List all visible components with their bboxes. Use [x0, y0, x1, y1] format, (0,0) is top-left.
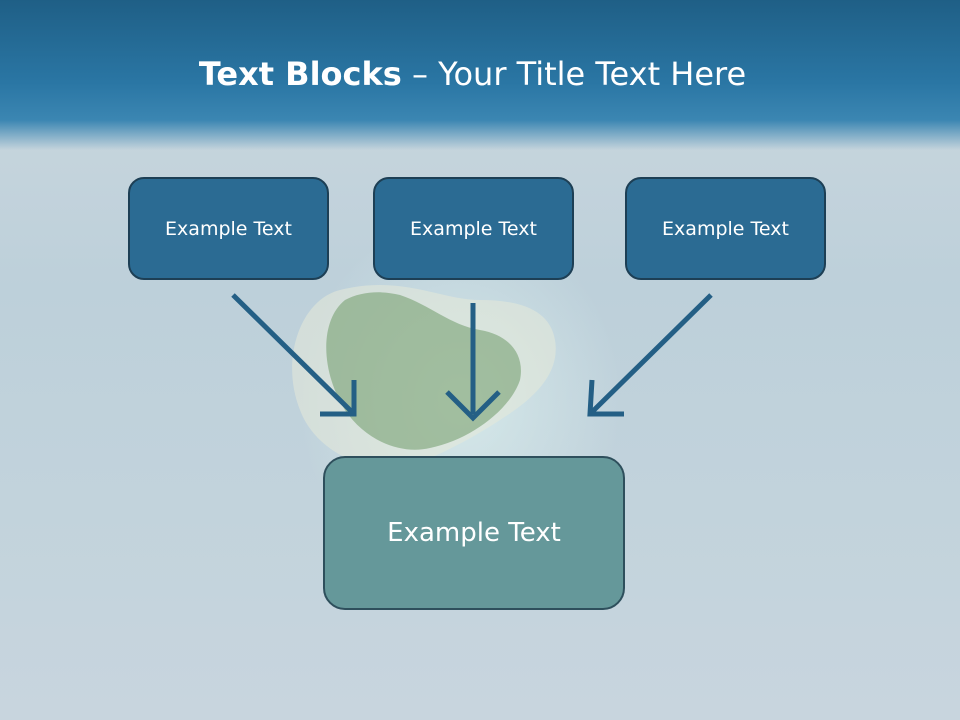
arrow-center	[445, 303, 501, 422]
arrow-left	[231, 293, 357, 417]
text-block-label: Example Text	[165, 217, 292, 240]
header-band	[0, 0, 960, 150]
text-block-top-center[interactable]: Example Text	[373, 177, 574, 280]
text-block-bottom[interactable]: Example Text	[323, 456, 625, 610]
text-block-top-left[interactable]: Example Text	[128, 177, 329, 280]
slide-title: Text Blocks – Your Title Text Here	[0, 54, 945, 94]
text-block-label: Example Text	[410, 217, 537, 240]
text-block-label: Example Text	[662, 217, 789, 240]
text-block-top-right[interactable]: Example Text	[625, 177, 826, 280]
title-rest: Your Title Text Here	[438, 55, 747, 93]
title-bold: Text Blocks	[198, 55, 402, 93]
arrow-right	[587, 293, 713, 417]
title-separator: –	[401, 55, 439, 93]
text-block-label: Example Text	[387, 518, 561, 548]
